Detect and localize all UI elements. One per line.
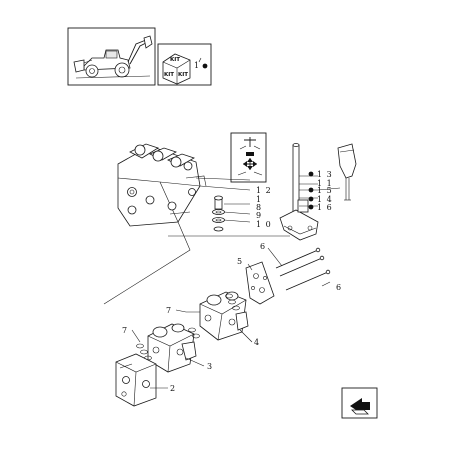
- kit-label-left: KIT: [164, 72, 174, 78]
- callout-8: 8: [256, 203, 262, 212]
- callout-bullet: [308, 171, 314, 177]
- inlet-section-2: [115, 353, 157, 407]
- callout-6-lower: 6: [336, 283, 342, 292]
- callout-6-upper: 6: [260, 242, 266, 251]
- callout-7-upper: 7: [166, 306, 172, 315]
- lever-knob: [337, 143, 357, 201]
- bolt-washer-stack: [212, 195, 225, 232]
- callout-3: 3: [207, 362, 213, 371]
- kit-box-icon: KIT KIT KIT 1: [157, 43, 212, 86]
- backhoe-loader-thumbnail-icon: [67, 27, 156, 86]
- callout-bullet: [308, 196, 314, 202]
- kit-label-right: KIT: [178, 72, 188, 78]
- leader-lines: [103, 175, 341, 389]
- callout-9: 9: [256, 211, 262, 220]
- callout-labels: 1 3 1 1 1 5 1 4 1 6 1 2 1 8 9 1 0 6 5 6 …: [122, 170, 342, 393]
- callout-7-lower: 7: [122, 326, 128, 335]
- callout-10: 1 0: [256, 220, 272, 229]
- callout-12: 1 2: [256, 186, 272, 195]
- callout-4: 4: [254, 338, 260, 347]
- callout-14: 1 4: [317, 195, 333, 204]
- callout-16: 1 6: [317, 203, 333, 212]
- kit-bullet: [202, 63, 208, 69]
- callout-5: 5: [237, 257, 243, 266]
- next-page-arrow-icon[interactable]: [341, 387, 378, 419]
- kit-label-top: KIT: [170, 57, 180, 63]
- callout-15: 1 5: [317, 186, 333, 195]
- end-cover-plate: [245, 261, 275, 305]
- callout-bullet: [308, 187, 314, 193]
- callout-1: 1: [256, 195, 262, 204]
- control-pattern-icon: [230, 132, 267, 183]
- spool-section-4: [199, 291, 249, 341]
- o-rings-upper: [225, 293, 240, 311]
- callout-2: 2: [170, 384, 176, 393]
- callout-bullet: [308, 204, 314, 210]
- tie-rods: [275, 247, 331, 291]
- control-valve-assembly: [117, 143, 207, 227]
- kit-qty: 1: [194, 61, 200, 70]
- callout-13: 1 3: [317, 170, 333, 179]
- callout-11: 1 1: [317, 179, 333, 188]
